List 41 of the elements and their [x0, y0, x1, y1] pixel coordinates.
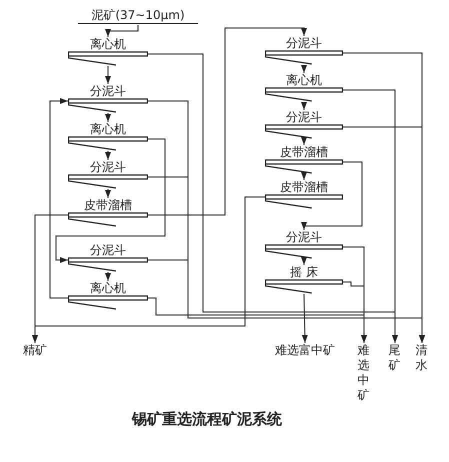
equipment-label: 离心机 [285, 73, 323, 87]
product-label: 精矿 [22, 343, 48, 357]
equipment-label: 摇 床 [289, 265, 319, 279]
equipment-label: 分泥斗 [285, 230, 323, 244]
product-label: 清水 [415, 343, 428, 373]
flow-arrow [301, 102, 307, 110]
equipment-label: 分泥斗 [89, 160, 127, 174]
equipment-label: 离心机 [89, 37, 127, 51]
flow-arrow [105, 24, 138, 38]
equipment-label: 分泥斗 [285, 110, 323, 124]
equipment-label: 皮带溜槽 [83, 198, 133, 212]
product-label: 难选富中矿 [274, 343, 336, 357]
equipment-label: 皮带溜槽 [279, 145, 329, 159]
flow-arrow [32, 196, 266, 344]
flow-arrow [302, 294, 308, 344]
flow-arrow [301, 64, 307, 74]
flow-arrow [105, 66, 111, 84]
flow-arrow [105, 188, 111, 198]
flow-arrow [105, 272, 111, 282]
flow-arrow [148, 28, 307, 216]
equipment-label: 离心机 [89, 122, 127, 136]
equipment-label: 分泥斗 [89, 243, 127, 257]
product-label: 尾矿 [388, 343, 401, 373]
flow-arrow [50, 98, 68, 298]
equipment-label: 皮带溜槽 [279, 180, 329, 194]
flow-arrow [301, 137, 307, 146]
caption: 锡矿重选流程矿泥系统 [132, 410, 282, 429]
flow-arrow [301, 162, 362, 230]
feed-label: 泥矿(37~10μm) [78, 8, 198, 24]
equipment-label: 分泥斗 [285, 36, 323, 50]
flow-arrow [342, 126, 425, 344]
product-label: 难选中矿 [357, 343, 370, 403]
flow-arrow [342, 282, 367, 344]
equipment-label: 分泥斗 [89, 84, 127, 98]
flow-arrow [105, 150, 111, 160]
flow-arrow [301, 257, 307, 266]
flow-arrow [105, 112, 111, 122]
flow-arrow [301, 172, 307, 180]
flow-arrow [342, 90, 398, 344]
flow-arrow [56, 138, 166, 263]
equipment-label: 离心机 [89, 281, 127, 295]
